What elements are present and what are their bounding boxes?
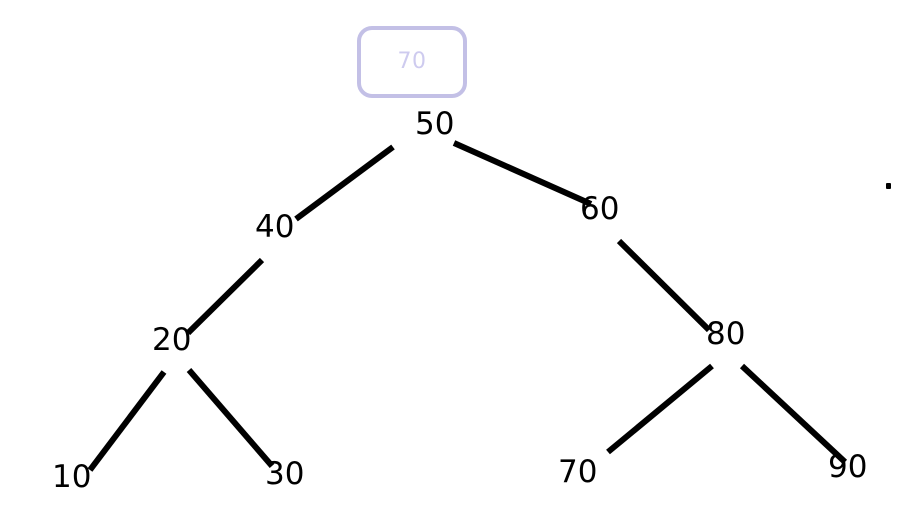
tree-node-30[interactable]: 30 (265, 456, 305, 492)
tree-node-50[interactable]: 50 (415, 106, 455, 142)
tree-node-40[interactable]: 40 (255, 209, 295, 245)
tree-edge-n80-n90 (739, 363, 848, 465)
tree-edge-n20-n10 (87, 370, 167, 472)
edges-group (87, 140, 848, 472)
tree-edge-n20-n30 (186, 368, 275, 468)
tree-edge-n60-n80 (616, 238, 712, 333)
tree-edge-n50-n60 (452, 140, 593, 207)
tree-node-90[interactable]: 90 (828, 449, 868, 485)
tree-node-10[interactable]: 10 (52, 459, 92, 495)
tree-edge-n50-n40 (294, 144, 395, 222)
tree-node-20[interactable]: 20 (152, 322, 192, 358)
dot-marker (886, 183, 891, 189)
tree-edge-n40-n20 (185, 257, 265, 336)
tree-node-70[interactable]: 70 (558, 454, 598, 490)
tree-node-80[interactable]: 80 (706, 316, 746, 352)
tree-node-60[interactable]: 60 (580, 191, 620, 227)
root-value-badge-label: 70 (397, 49, 427, 74)
root-value-badge[interactable]: 70 (357, 26, 467, 98)
tree-edge-n80-n70 (606, 363, 714, 455)
